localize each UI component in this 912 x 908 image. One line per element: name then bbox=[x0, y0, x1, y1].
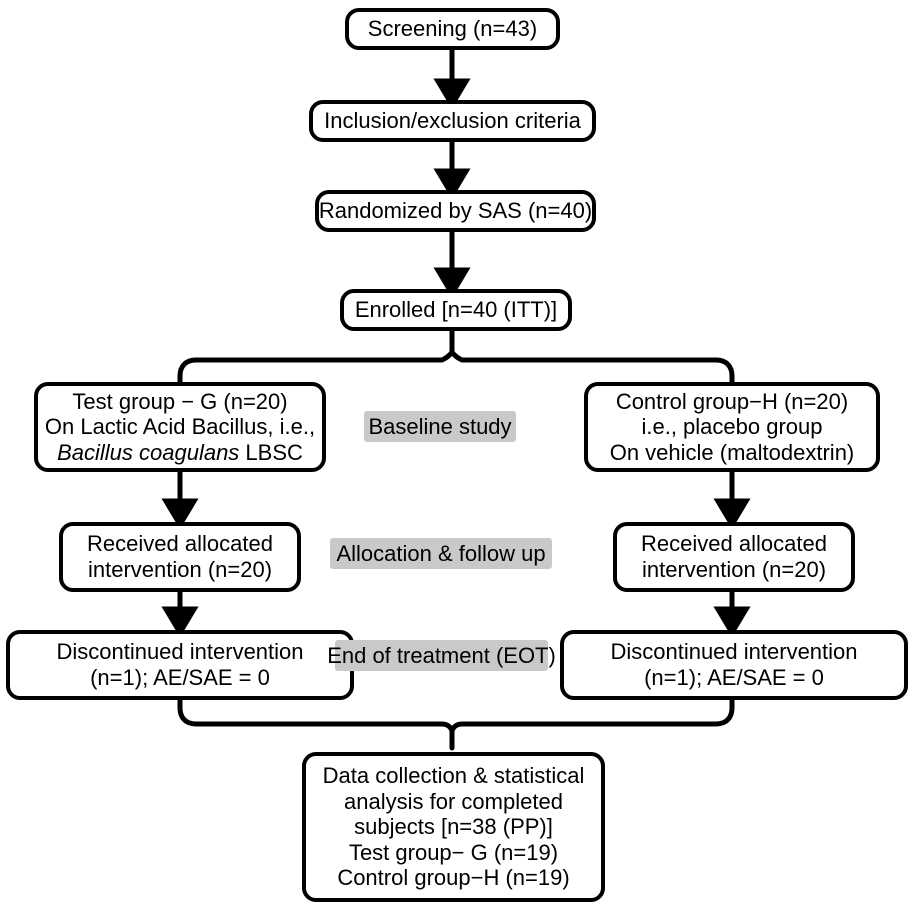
stage-label-end-of-treatment: End of treatment (EOT) bbox=[327, 640, 556, 671]
node-control-group[interactable]: Control group−H (n=20) i.e., placebo gro… bbox=[584, 382, 880, 472]
brace-merge-to-final bbox=[177, 697, 735, 751]
node-test-group-line-2: Bacillus coagulans LBSC bbox=[57, 440, 303, 466]
node-test-received-allocated-intervention[interactable]: Received allocated intervention (n=20) bbox=[59, 522, 301, 592]
brace-enrolled-split bbox=[177, 328, 735, 387]
node-enrolled-line-0: Enrolled [n=40 (ITT)] bbox=[354, 297, 558, 323]
node-enrolled[interactable]: Enrolled [n=40 (ITT)] bbox=[340, 289, 572, 331]
node-final-line-0: Data collection & statistical bbox=[322, 763, 585, 789]
node-control-received-line-0: Received allocated bbox=[641, 531, 827, 557]
node-final-line-4: Control group−H (n=19) bbox=[337, 865, 570, 891]
node-final-line-2: subjects [n=38 (PP)] bbox=[354, 814, 553, 840]
node-randomized-by-sas[interactable]: Randomized by SAS (n=40) bbox=[315, 190, 596, 232]
node-final-line-3: Test group− G (n=19) bbox=[348, 839, 559, 865]
node-test-discontinued-line-1: (n=1); AE/SAE = 0 bbox=[90, 665, 270, 690]
node-test-discontinued-line-0: Discontinued intervention bbox=[56, 639, 304, 665]
node-test-discontinued-intervention[interactable]: Discontinued intervention (n=1); AE/SAE … bbox=[6, 630, 354, 700]
node-test-group-species-suffix: LBSC bbox=[239, 439, 303, 465]
node-control-discontinued-intervention[interactable]: Discontinued intervention (n=1); AE/SAE … bbox=[560, 630, 908, 700]
node-screening[interactable]: Screening (n=43) bbox=[345, 8, 560, 50]
node-control-group-line-2: On vehicle (maltodextrin) bbox=[609, 439, 855, 465]
node-test-group-line-0: Test group − G (n=20) bbox=[72, 388, 288, 414]
node-screening-line-0: Screening (n=43) bbox=[367, 16, 538, 42]
node-test-received-line-0: Received allocated bbox=[87, 531, 273, 557]
node-final-line-1: analysis for completed bbox=[344, 788, 563, 814]
node-control-discontinued-line-1: (n=1); AE/SAE = 0 bbox=[644, 665, 824, 690]
stage-label-allocation-follow-up: Allocation & follow up bbox=[330, 538, 552, 569]
node-control-discontinued-line-0: Discontinued intervention bbox=[610, 639, 858, 665]
stage-label-baseline-study: Baseline study bbox=[364, 411, 516, 442]
node-test-group[interactable]: Test group − G (n=20) On Lactic Acid Bac… bbox=[34, 382, 326, 472]
node-inclusion-exclusion-criteria[interactable]: Inclusion/exclusion criteria bbox=[309, 100, 596, 142]
node-criteria-line-0: Inclusion/exclusion criteria bbox=[324, 108, 581, 134]
node-control-group-line-0: Control group−H (n=20) bbox=[615, 388, 849, 414]
node-test-group-line-1: On Lactic Acid Bacillus, i.e., bbox=[44, 414, 316, 440]
node-test-received-line-1: intervention (n=20) bbox=[87, 557, 273, 582]
node-control-received-allocated-intervention[interactable]: Received allocated intervention (n=20) bbox=[613, 522, 855, 592]
node-control-group-line-1: i.e., placebo group bbox=[641, 414, 823, 440]
node-final-data-collection-analysis[interactable]: Data collection & statistical analysis f… bbox=[302, 752, 605, 902]
node-randomized-line-0: Randomized by SAS (n=40) bbox=[318, 198, 593, 224]
node-test-group-species-italic: Bacillus coagulans bbox=[57, 439, 240, 465]
node-control-received-line-1: intervention (n=20) bbox=[641, 557, 827, 582]
